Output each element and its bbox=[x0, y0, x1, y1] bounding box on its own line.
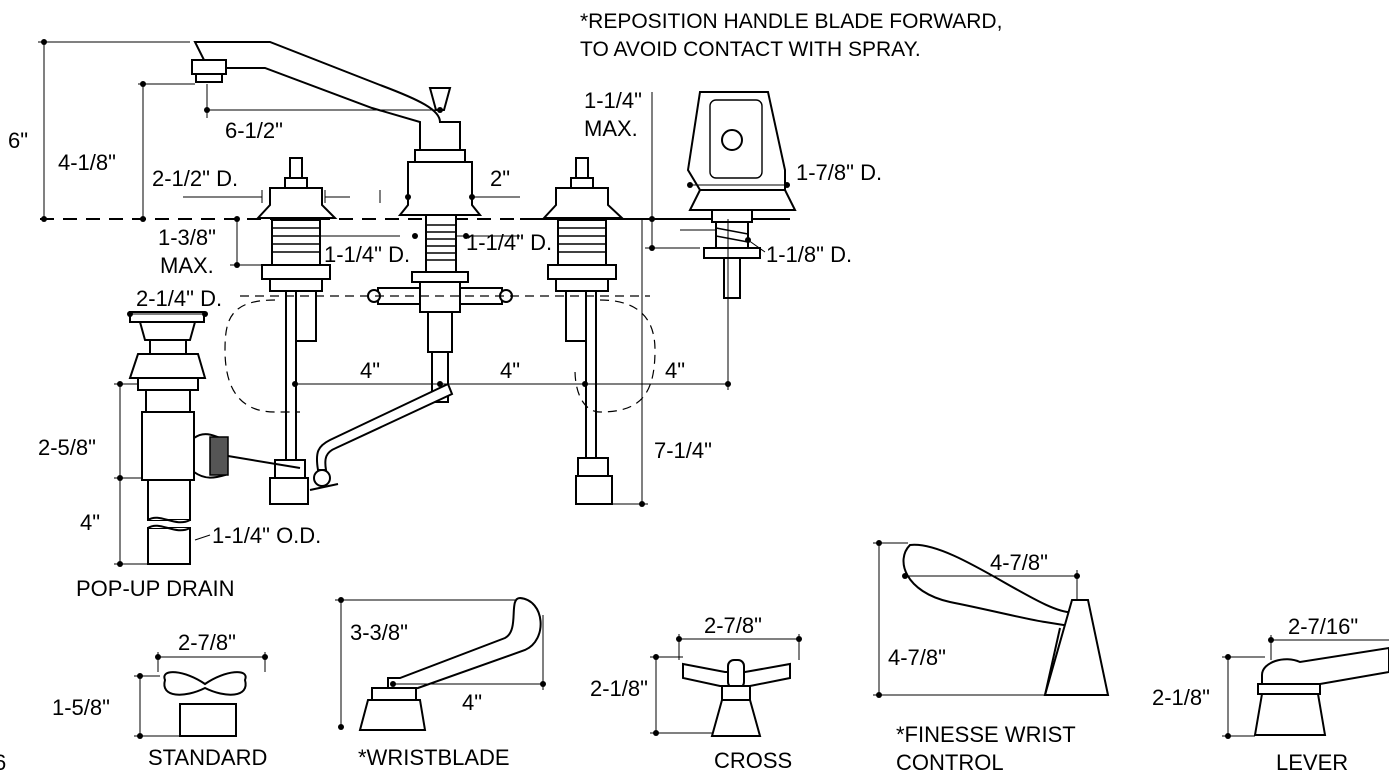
reposition-note-line1: *REPOSITION HANDLE BLADE FORWARD, bbox=[580, 10, 1002, 33]
standard-label: STANDARD bbox=[148, 745, 267, 770]
dimension-lines bbox=[38, 39, 790, 567]
cross-height: 2-1/8" bbox=[590, 676, 648, 701]
spout bbox=[191, 41, 513, 403]
annotations: *REPOSITION HANDLE BLADE FORWARD, TO AVO… bbox=[0, 10, 1358, 775]
handle-lever bbox=[1222, 635, 1389, 739]
finesse-width: 4-7/8" bbox=[990, 550, 1048, 575]
lever-width: 2-7/16" bbox=[1288, 614, 1358, 639]
dim-spray-shank-dia: 1-1/8" D. bbox=[766, 242, 852, 267]
finesse-label-line1: *FINESSE WRIST bbox=[896, 722, 1076, 747]
cross-width: 2-7/8" bbox=[704, 613, 762, 638]
label-popup-drain: POP-UP DRAIN bbox=[76, 576, 235, 601]
dim-spacing-left: 4" bbox=[360, 358, 380, 383]
dim-spray-head-dia: 1-7/8" D. bbox=[796, 160, 882, 185]
standard-width: 2-7/8" bbox=[178, 630, 236, 655]
dim-deck-thickness-b: MAX. bbox=[160, 253, 214, 278]
lever-height: 2-1/8" bbox=[1152, 685, 1210, 710]
dim-spout-outlet-height: 4-1/8" bbox=[58, 150, 116, 175]
handle-wristblade bbox=[335, 596, 546, 731]
handle-finesse bbox=[873, 540, 1110, 698]
dim-spout-base-dia: 2" bbox=[490, 166, 510, 191]
wristblade-label: *WRISTBLADE bbox=[358, 745, 510, 770]
dim-shank-dia-left: 1-1/4" D. bbox=[324, 242, 410, 267]
standard-height: 1-5/8" bbox=[52, 695, 110, 720]
dim-tailpiece-dia: 1-1/4" O.D. bbox=[212, 523, 321, 548]
cross-label: CROSS bbox=[714, 748, 792, 773]
popup-drain bbox=[128, 311, 454, 565]
hand-spray bbox=[686, 91, 797, 299]
dim-spout-reach: 6-1/2" bbox=[225, 118, 283, 143]
wristblade-width: 4" bbox=[462, 690, 482, 715]
finesse-label-line2: CONTROL bbox=[896, 750, 1004, 775]
dim-spray-height-a: 1-1/4" bbox=[584, 88, 642, 113]
dim-supply-length: 7-1/4" bbox=[654, 438, 712, 463]
left-valve bbox=[255, 157, 338, 505]
dim-shank-dia-right: 1-1/4" D. bbox=[466, 230, 552, 255]
dim-deck-thickness-a: 1-3/8" bbox=[158, 225, 216, 250]
dim-spacing-right: 4" bbox=[665, 358, 685, 383]
dim-tailpiece-length: 4" bbox=[80, 510, 100, 535]
supply-hose-dashed bbox=[224, 295, 656, 413]
wristblade-height: 3-3/8" bbox=[350, 620, 408, 645]
handle-cross bbox=[650, 634, 802, 737]
dim-drain-flange-dia: 2-1/4" D. bbox=[136, 286, 222, 311]
right-valve bbox=[541, 157, 625, 505]
finesse-height: 4-7/8" bbox=[888, 645, 946, 670]
dim-spray-height-b: MAX. bbox=[584, 116, 638, 141]
dim-drain-body-height: 2-5/8" bbox=[38, 435, 96, 460]
handle-standard bbox=[134, 652, 268, 739]
dim-spacing-middle: 4" bbox=[500, 358, 520, 383]
dim-spout-total-height: 6" bbox=[8, 128, 28, 153]
lever-label: LEVER bbox=[1276, 750, 1348, 775]
page-number: 6 bbox=[0, 750, 6, 775]
reposition-note-line2: TO AVOID CONTACT WITH SPRAY. bbox=[580, 38, 921, 61]
dim-valve-escutcheon-dia: 2-1/2" D. bbox=[152, 166, 238, 191]
